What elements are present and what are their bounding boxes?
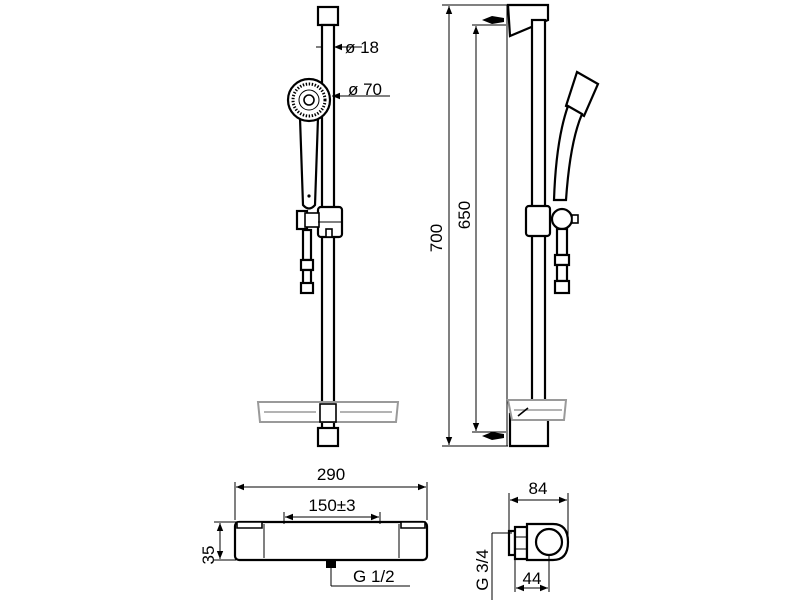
side-handshower bbox=[552, 70, 600, 202]
side-depth-label: 84 bbox=[529, 479, 548, 498]
handle-dot bbox=[307, 194, 311, 198]
dim-mixer-width: 290 bbox=[234, 465, 428, 520]
tube-diameter-label: ø 18 bbox=[345, 38, 379, 57]
inlet-thread-label: G 3/4 bbox=[473, 549, 492, 591]
top-screw bbox=[482, 16, 504, 24]
handshower-head bbox=[286, 77, 332, 123]
mixer-side-knob bbox=[534, 527, 564, 557]
head-diameter-label: ø 70 bbox=[348, 80, 382, 99]
handshower-handle bbox=[298, 116, 320, 210]
side-view-rail: 700 650 bbox=[427, 3, 600, 448]
dim-tube-diameter: ø 18 bbox=[316, 38, 379, 57]
mixer-outlet bbox=[326, 560, 336, 568]
mixer-height-label: 35 bbox=[199, 546, 218, 565]
bottom-bracket bbox=[316, 426, 340, 448]
side-inner-depth-label: 44 bbox=[523, 569, 542, 588]
rail-fixing-distance-label: 650 bbox=[455, 201, 474, 229]
side-soap-tray bbox=[506, 399, 568, 421]
dim-side-inner-depth: 44 bbox=[514, 556, 550, 592]
inlet-connector bbox=[507, 525, 529, 561]
outlet-thread-label: G 1/2 bbox=[353, 567, 395, 586]
mixer-center-distance-label: 150±3 bbox=[308, 496, 355, 515]
bottom-screw bbox=[482, 432, 504, 440]
rail-total-height-label: 700 bbox=[427, 224, 446, 252]
side-top-bracket bbox=[506, 3, 550, 38]
dim-mixer-height: 35 bbox=[199, 521, 236, 565]
dim-inlet-thread: G 3/4 bbox=[473, 532, 512, 600]
mixer-width-label: 290 bbox=[317, 465, 345, 484]
slider-holder bbox=[295, 205, 344, 239]
top-bracket bbox=[316, 5, 340, 27]
dim-rail-fixing-distance: 650 bbox=[455, 24, 506, 433]
dim-head-diameter: ø 70 bbox=[332, 80, 390, 100]
dim-side-depth: 84 bbox=[508, 479, 569, 540]
front-view-rail: ø 18 ø 70 bbox=[256, 5, 400, 448]
dim-rail-total-height: 700 bbox=[427, 4, 508, 447]
dim-mixer-center-distance: 150±3 bbox=[283, 496, 381, 524]
side-slider bbox=[524, 204, 579, 295]
tray-clamp bbox=[319, 403, 337, 423]
mixer-side-view: 84 44 G 3/4 bbox=[473, 479, 570, 600]
hose-connector bbox=[299, 228, 315, 295]
mixer-front-view: 290 150±3 35 G 1/2 bbox=[199, 465, 429, 587]
dim-outlet-thread: G 1/2 bbox=[330, 567, 410, 587]
